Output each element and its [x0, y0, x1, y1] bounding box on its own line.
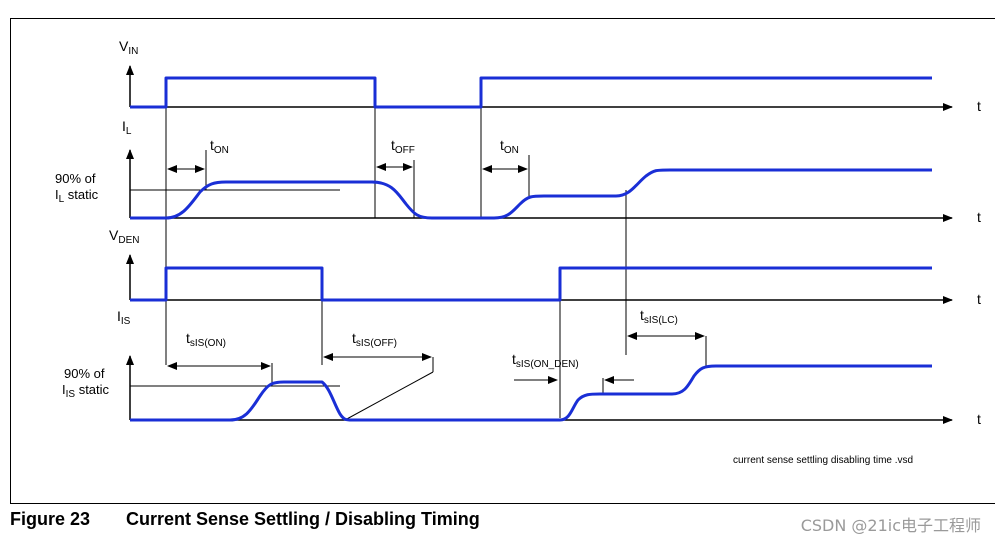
ton1-label: tON: [210, 137, 229, 156]
t-label-vden: t: [977, 291, 981, 307]
vin-label: VIN: [119, 38, 138, 57]
t-label-il: t: [977, 209, 981, 225]
vin-axis: [126, 65, 953, 111]
iis-off-slope-line: [344, 371, 434, 421]
iis-waveform: [130, 364, 932, 422]
il-threshold-line1: 90% of: [55, 171, 96, 186]
iis-threshold-line2: IIS static: [62, 382, 110, 400]
tsis-on-den-label: tsIS(ON_DEN): [512, 351, 579, 370]
t-label-iis: t: [977, 411, 981, 427]
t-label-vin: t: [977, 98, 981, 114]
reference-lines: [130, 107, 707, 421]
toff-label: tOFF: [391, 137, 415, 156]
figure-number: Figure 23: [10, 509, 91, 529]
timing-arrows: [167, 163, 705, 384]
watermark: CSDN @21ic电子工程师: [800, 516, 981, 535]
figure-frame: [10, 18, 995, 504]
waveforms: [130, 76, 932, 422]
vden-axis: [126, 254, 953, 304]
il-threshold-line2: IL static: [55, 187, 99, 205]
figure-title: Current Sense Settling / Disabling Timin…: [126, 509, 480, 529]
il-label: IL: [122, 118, 132, 137]
ton2-label: tON: [500, 137, 519, 156]
tsis-off-label: tsIS(OFF): [352, 330, 397, 349]
vden-label: VDEN: [109, 227, 139, 246]
vden-waveform: [130, 266, 932, 302]
il-axis: [126, 149, 953, 222]
figure-caption: Figure 23 Current Sense Settling / Disabl…: [10, 509, 480, 530]
file-name: current sense settling disabling time .v…: [733, 455, 913, 466]
il-waveform: [130, 168, 932, 220]
tsis-lc-label: tsIS(LC): [640, 307, 678, 326]
iis-threshold-line1: 90% of: [64, 366, 105, 381]
vin-waveform: [130, 76, 932, 109]
iis-label: IIS: [117, 308, 131, 327]
tsis-on-label: tsIS(ON): [186, 330, 226, 349]
